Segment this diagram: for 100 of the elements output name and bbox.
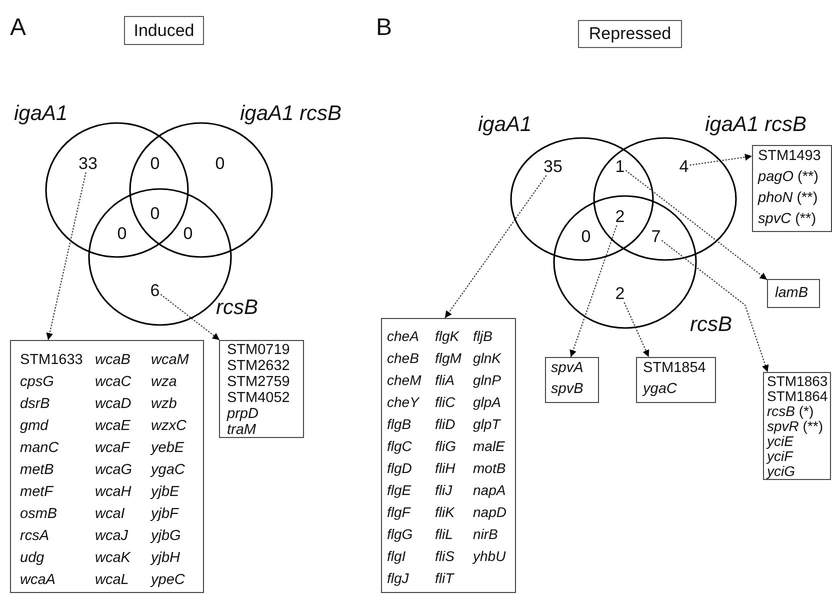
gene-name: metF — [20, 483, 54, 502]
panel-title: Induced — [124, 16, 204, 45]
gene-name: wcaJ — [95, 527, 128, 546]
leader-arrow — [661, 240, 769, 372]
gene-name: STM0719 — [227, 342, 290, 358]
panel-letter: A — [10, 14, 26, 42]
gene-name: yjbF — [151, 505, 178, 524]
gene-count: 0 — [182, 224, 194, 242]
gene-name: wza — [151, 373, 177, 392]
gene-name: glnK — [473, 349, 502, 368]
gene-name: napA — [473, 481, 506, 500]
gene-list-box — [752, 145, 832, 232]
gene-count: 2 — [614, 284, 626, 302]
gene-name: glpT — [473, 415, 500, 434]
gene-count: 0 — [149, 154, 161, 172]
gene-name: wcaA — [20, 571, 56, 590]
gene-name: traM — [227, 422, 256, 438]
gene-name: fljB — [473, 327, 492, 346]
gene-name: STM2759 — [227, 374, 290, 390]
gene-list-box — [636, 357, 716, 403]
gene-name: wzxC — [151, 417, 186, 436]
gene-name: fliA — [435, 371, 454, 390]
gene-list-box — [219, 340, 304, 438]
gene-name: spvC (**) — [758, 210, 816, 229]
gene-name: manC — [20, 439, 59, 458]
gene-name: spvR (**) — [767, 419, 824, 434]
gene-name: metB — [20, 461, 54, 480]
gene-name: yciE — [767, 434, 794, 449]
gene-name: flgK — [435, 327, 460, 346]
gene-name: fliT — [435, 569, 454, 588]
gene-count: 1 — [614, 156, 626, 176]
gene-name: wcaF — [95, 439, 130, 458]
gene-name: lamB — [775, 284, 808, 303]
gene-count: 33 — [78, 154, 98, 172]
gene-count: 35 — [542, 156, 564, 176]
set-name: igaA1 rcsB — [705, 113, 807, 137]
leader-arrow — [46, 172, 86, 340]
gene-name: phoN (**) — [758, 189, 818, 208]
gene-name: yjbE — [151, 483, 180, 502]
gene-name: yhbU — [473, 547, 506, 566]
gene-name: flgE — [387, 481, 412, 500]
gene-name: nirB — [473, 525, 498, 544]
gene-name: wcaL — [95, 571, 129, 590]
gene-count: 0 — [149, 204, 161, 222]
set-name: rcsB — [690, 313, 732, 337]
gene-name: yjbG — [151, 527, 181, 546]
gene-name: gmd — [20, 417, 48, 436]
leader-arrow — [624, 302, 650, 358]
gene-list-box — [381, 318, 516, 593]
gene-name: cheA — [387, 327, 419, 346]
gene-name: rcsA — [20, 527, 49, 546]
gene-name: glpA — [473, 393, 502, 412]
gene-count: 4 — [678, 156, 690, 176]
gene-name: fliS — [435, 547, 454, 566]
gene-name: wcaK — [95, 549, 130, 568]
gene-name: STM1864 — [767, 389, 828, 404]
gene-name: fliK — [435, 503, 454, 522]
gene-name: cheY — [387, 393, 419, 412]
gene-count: 0 — [580, 226, 592, 246]
gene-name: rcsB (*) — [767, 404, 814, 419]
gene-name: wcaG — [95, 461, 132, 480]
gene-name: wcaM — [151, 351, 189, 370]
gene-name: motB — [473, 459, 506, 478]
gene-name: ygaC — [643, 380, 677, 399]
gene-name: STM1493 — [758, 147, 821, 166]
gene-name: fliC — [435, 393, 456, 412]
gene-name: wcaC — [95, 373, 132, 392]
set-name: igaA1 rcsB — [240, 102, 342, 126]
gene-list-box — [763, 372, 831, 480]
gene-name: STM1633 — [20, 351, 83, 370]
gene-name: wcaH — [95, 483, 132, 502]
leader-arrow — [690, 154, 752, 166]
gene-list-box — [10, 340, 204, 593]
gene-name: STM4052 — [227, 390, 290, 406]
gene-name: udg — [20, 549, 44, 568]
gene-name: wcaE — [95, 417, 130, 436]
gene-name: ypeC — [151, 571, 185, 590]
gene-name: fliJ — [435, 481, 452, 500]
gene-name: flgJ — [387, 569, 409, 588]
gene-name: flgG — [387, 525, 413, 544]
set-name: igaA1 — [478, 113, 532, 137]
gene-name: flgC — [387, 437, 412, 456]
gene-name: spvB — [551, 380, 584, 399]
gene-name: yebE — [151, 439, 184, 458]
gene-name: fliH — [435, 459, 456, 478]
gene-name: pagO (**) — [758, 168, 818, 187]
gene-name: fliD — [435, 415, 456, 434]
gene-name: fliL — [435, 525, 453, 544]
leader-arrow — [444, 175, 547, 318]
gene-name: flgF — [387, 503, 410, 522]
leader-arrow — [160, 294, 220, 340]
panel-title: Repressed — [578, 20, 682, 48]
set-name: rcsB — [216, 296, 258, 320]
set-name: igaA1 — [14, 102, 68, 126]
gene-name: wcaD — [95, 395, 132, 414]
gene-name: spvA — [551, 359, 584, 378]
gene-name: yciG — [767, 464, 795, 479]
gene-name: ygaC — [151, 461, 185, 480]
gene-name: osmB — [20, 505, 58, 524]
gene-name: prpD — [227, 406, 258, 422]
